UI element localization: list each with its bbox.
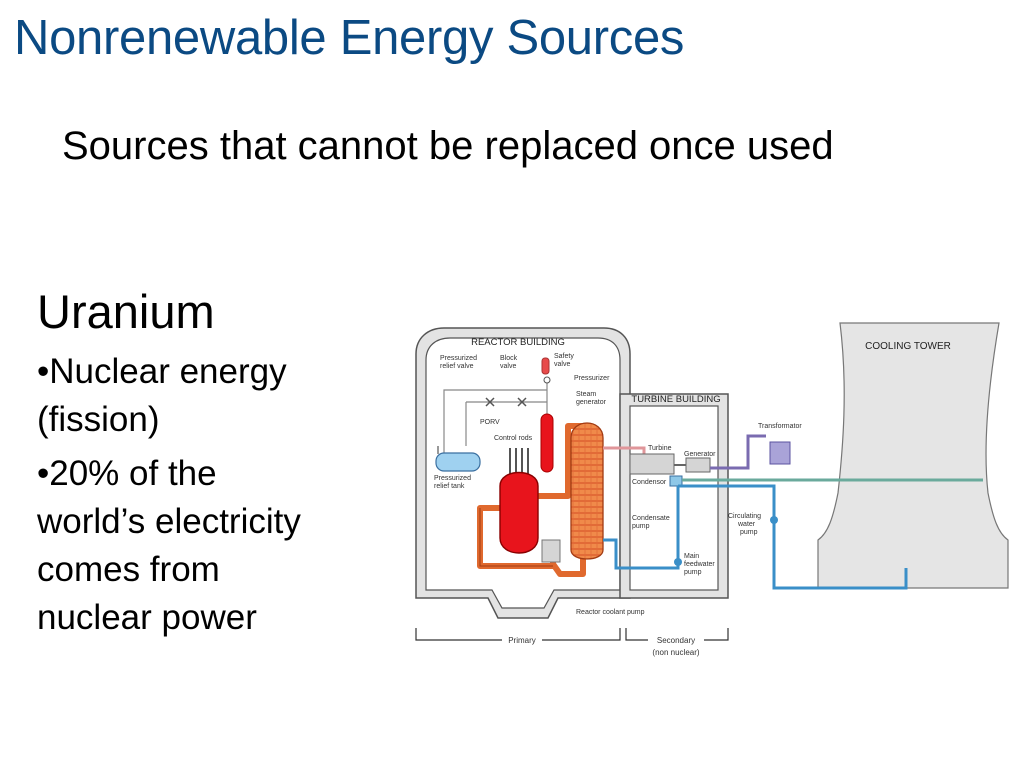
primary-loop-outline [479, 508, 553, 567]
transformator [769, 441, 791, 465]
turbine-building-inner [629, 405, 719, 591]
label: Transformator [758, 423, 802, 430]
pressurizer [540, 413, 554, 473]
relief-tank [435, 452, 481, 472]
label: Reactor coolant pump [576, 609, 645, 616]
reactor-coolant-pump [541, 539, 561, 563]
diagram-svg: COOLING TOWER REACTOR BUILDING TURBINE B… [415, 322, 1009, 657]
label: Circulating [728, 513, 761, 520]
label: valve [554, 361, 570, 368]
label: Block [500, 355, 518, 362]
valve-icons [485, 397, 527, 407]
label: pump [632, 523, 650, 530]
feedwater-pump-icon [674, 558, 682, 566]
bullet-line: (fission) [37, 400, 160, 439]
content-panel: Uranium •Nuclear energy (fission) •20% o… [37, 284, 367, 648]
cooling-tower-label: COOLING TOWER [865, 341, 951, 352]
electric-line [710, 434, 766, 470]
label: generator [576, 399, 607, 406]
label: feedwater [684, 561, 715, 568]
bullet-line: world’s electricity [37, 502, 301, 541]
bullet-line: •20% of the [37, 454, 217, 493]
non-nuclear-label: (non nuclear) [652, 648, 699, 657]
label: water [737, 521, 756, 528]
secondary-label: Secondary [657, 636, 695, 645]
circulating-pump-icon [770, 516, 778, 524]
bullet-electricity-share: •20% of the world’s electricity comes fr… [37, 450, 367, 642]
diagram-labels: Pressurized relief valve Block valve Saf… [434, 353, 802, 616]
label: Generator [684, 451, 716, 458]
label: Pressurized [440, 355, 477, 362]
bullet-nuclear-energy: •Nuclear energy (fission) [37, 348, 367, 444]
label: pump [684, 569, 702, 576]
label: Main [684, 553, 699, 560]
label: Turbine [648, 445, 672, 452]
safety-valve-body-icon [541, 357, 550, 375]
reactor-vessel [499, 471, 539, 554]
label: Pressurized [434, 475, 471, 482]
label: Control rods [494, 435, 533, 442]
cooling-tower [817, 322, 1009, 589]
section-heading: Uranium [37, 285, 215, 338]
safety-valve-icon [543, 376, 551, 384]
label: Safety [554, 353, 574, 360]
label: Steam [576, 391, 596, 398]
label: Pressurizer [574, 375, 610, 382]
slide-subtitle: Sources that cannot be replaced once use… [62, 124, 834, 168]
secondary-loop [603, 484, 908, 590]
generator [685, 457, 711, 473]
relief-piping [443, 378, 548, 453]
label: relief tank [434, 483, 465, 490]
label: Condensate [632, 515, 670, 522]
label: pump [740, 529, 758, 536]
label: valve [500, 363, 516, 370]
nuclear-plant-diagram: COOLING TOWER REACTOR BUILDING TURBINE B… [408, 318, 1014, 668]
label: relief valve [440, 363, 474, 370]
turbine [629, 453, 675, 475]
reactor-building-label: REACTOR BUILDING [471, 337, 565, 348]
label: Condensor [632, 479, 667, 486]
label: PORV [480, 419, 500, 426]
turbine-building-label: TURBINE BUILDING [631, 394, 720, 405]
bullet-line: •Nuclear energy [37, 352, 287, 391]
primary-label: Primary [508, 636, 536, 645]
bullet-line: nuclear power [37, 598, 257, 637]
bullet-line: comes from [37, 550, 220, 589]
slide-title: Nonrenewable Energy Sources [14, 11, 685, 65]
steam-generator [570, 422, 604, 560]
